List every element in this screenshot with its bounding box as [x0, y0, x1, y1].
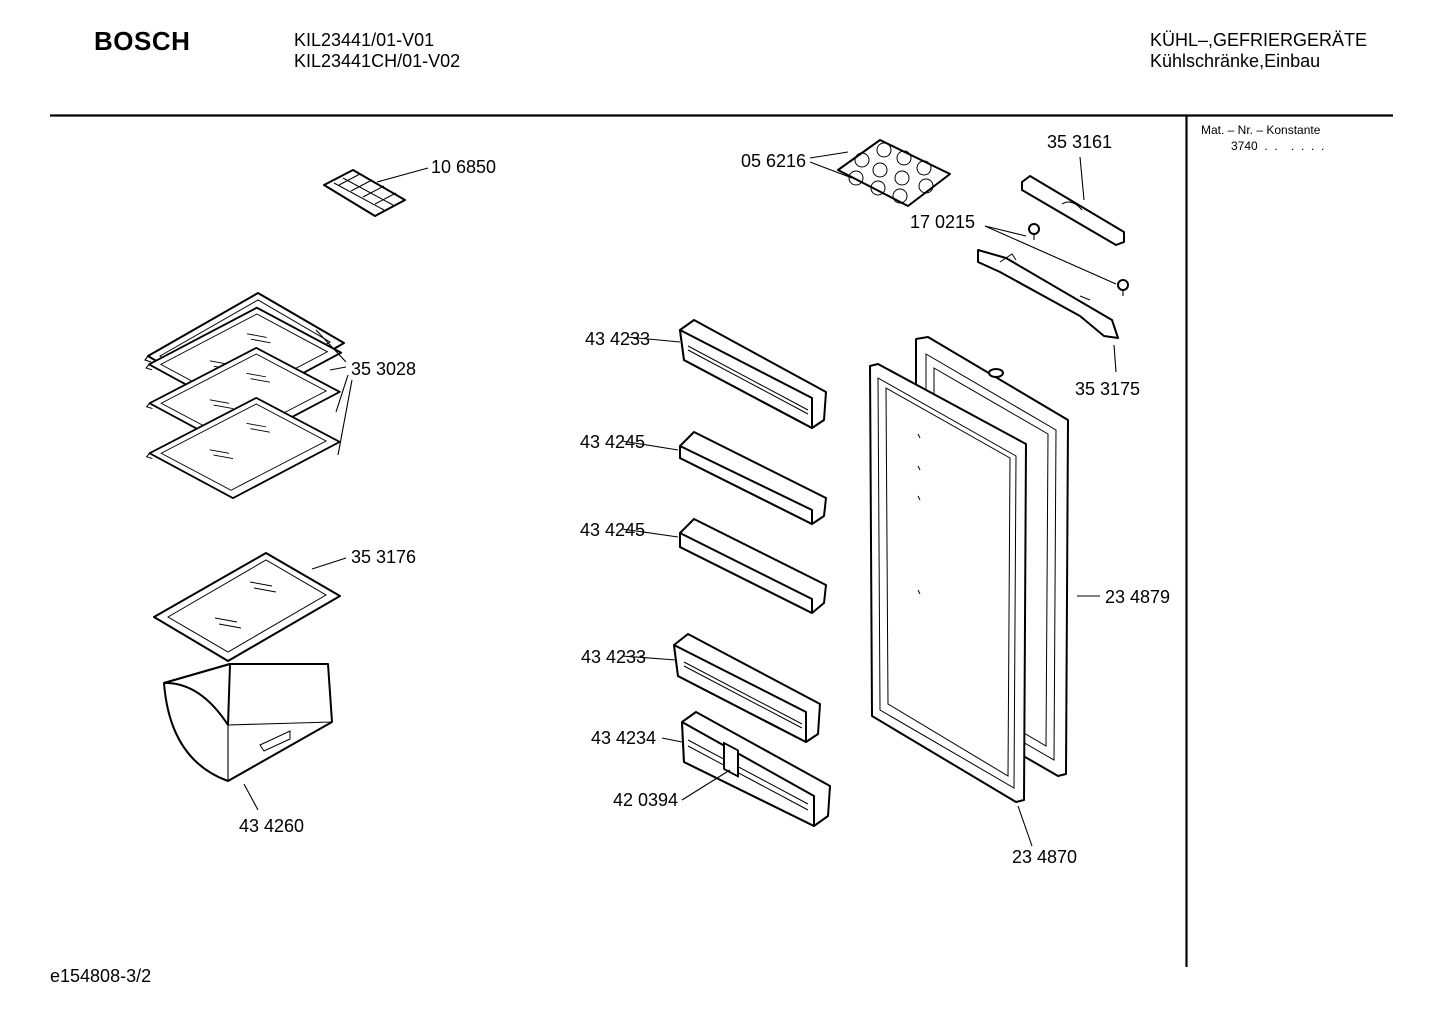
- part-label-bottle-shelf: 43 4234: [591, 728, 657, 748]
- door-shelf-low-part: [621, 633, 821, 743]
- part-label-handle-cover: 35 3161: [1047, 132, 1113, 152]
- part-label-egg-tray: 05 6216: [741, 151, 807, 171]
- category-subtitle: Kühlschränke,Einbau: [1150, 51, 1321, 71]
- part-label-screw: 17 0215: [910, 212, 976, 232]
- glass-shelf-a-part: [144, 292, 353, 500]
- door-shelf-top-part: [626, 319, 827, 429]
- handle-cover-part: [1021, 156, 1125, 246]
- part-label-glass-shelf-a: 35 3028: [351, 359, 417, 379]
- egg-tray-part: [809, 139, 951, 207]
- brand-logo: BOSCH: [94, 26, 191, 56]
- part-label-door-shelf-low: 43 4233: [581, 647, 647, 667]
- hinge-bracket-part: [977, 249, 1119, 373]
- part-label-door: 23 4879: [1105, 587, 1171, 607]
- part-label-glass-shelf-b: 35 3176: [351, 547, 417, 567]
- crisper-drawer-part: [163, 663, 333, 811]
- material-number-value: 3740 . . . . . .: [1231, 139, 1325, 153]
- door-gasket-part: [869, 363, 1033, 847]
- part-label-crisper-drawer: 43 4260: [239, 816, 305, 836]
- door-shelf-mid2-part: [621, 518, 827, 614]
- door-shelf-mid1-part: [621, 431, 827, 525]
- bottle-shelf-part: [661, 711, 831, 827]
- part-label-egg-tray-small: 10 6850: [431, 157, 497, 177]
- category-title: KÜHL–,GEFRIERGERÄTE: [1150, 30, 1368, 50]
- egg-tray-small-part: [323, 167, 429, 217]
- part-label-door-gasket: 23 4870: [1012, 847, 1078, 867]
- glass-shelf-b-part: [153, 552, 347, 662]
- part-label-hinge-bracket: 35 3175: [1075, 379, 1141, 399]
- part-label-bottle-divider: 42 0394: [613, 790, 679, 810]
- model-number-2: KIL23441CH/01-V02: [294, 51, 461, 71]
- material-number-label: Mat. – Nr. – Konstante: [1201, 123, 1321, 137]
- part-label-door-shelf-top: 43 4233: [585, 329, 651, 349]
- drawing-code: e154808-3/2: [50, 966, 152, 986]
- part-label-door-shelf-mid2: 43 4245: [580, 520, 646, 540]
- screw-part: [984, 223, 1129, 296]
- model-number-1: KIL23441/01-V01: [294, 30, 435, 50]
- part-label-door-shelf-mid1: 43 4245: [580, 432, 646, 452]
